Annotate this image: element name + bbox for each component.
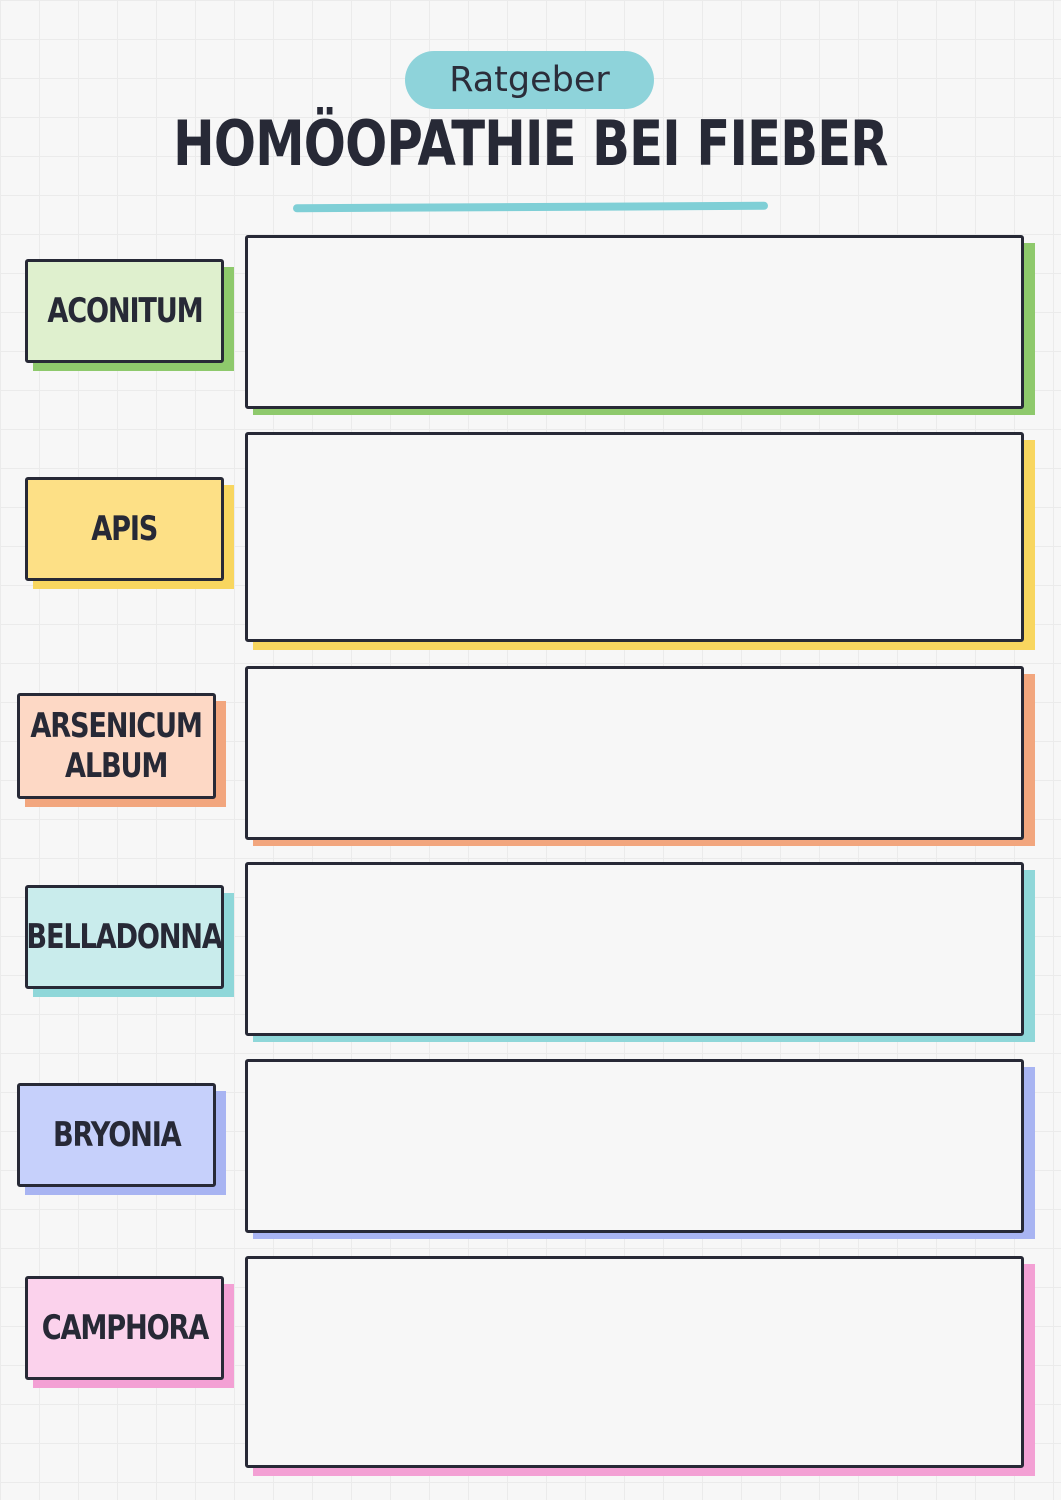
title-underline	[292, 201, 769, 213]
remedy-row-arsenicum-album: ARSENICUM ALBUM	[0, 664, 1061, 846]
header-badge: Ratgeber	[405, 51, 654, 109]
page-title: HOMÖOPATHIE BEI FIEBER	[173, 107, 888, 180]
remedy-label: ACONITUM	[25, 259, 224, 363]
remedy-label: ARSENICUM ALBUM	[17, 693, 216, 799]
notes-box[interactable]	[245, 862, 1024, 1036]
notes-box[interactable]	[245, 666, 1024, 840]
notes-box[interactable]	[245, 432, 1024, 642]
notes-box[interactable]	[245, 1256, 1024, 1468]
remedy-label: APIS	[25, 477, 224, 581]
remedy-row-camphora: CAMPHORA	[0, 1254, 1061, 1476]
header-badge-text: Ratgeber	[449, 60, 610, 100]
notes-box[interactable]	[245, 1059, 1024, 1233]
remedy-row-apis: APIS	[0, 430, 1061, 650]
notes-box[interactable]	[245, 235, 1024, 409]
remedy-row-aconitum: ACONITUM	[0, 233, 1061, 415]
remedy-label: CAMPHORA	[25, 1276, 224, 1380]
remedy-row-belladonna: BELLADONNA	[0, 860, 1061, 1042]
remedy-row-bryonia: BRYONIA	[0, 1057, 1061, 1239]
remedy-label: BRYONIA	[17, 1083, 216, 1187]
remedy-label: BELLADONNA	[25, 885, 224, 989]
